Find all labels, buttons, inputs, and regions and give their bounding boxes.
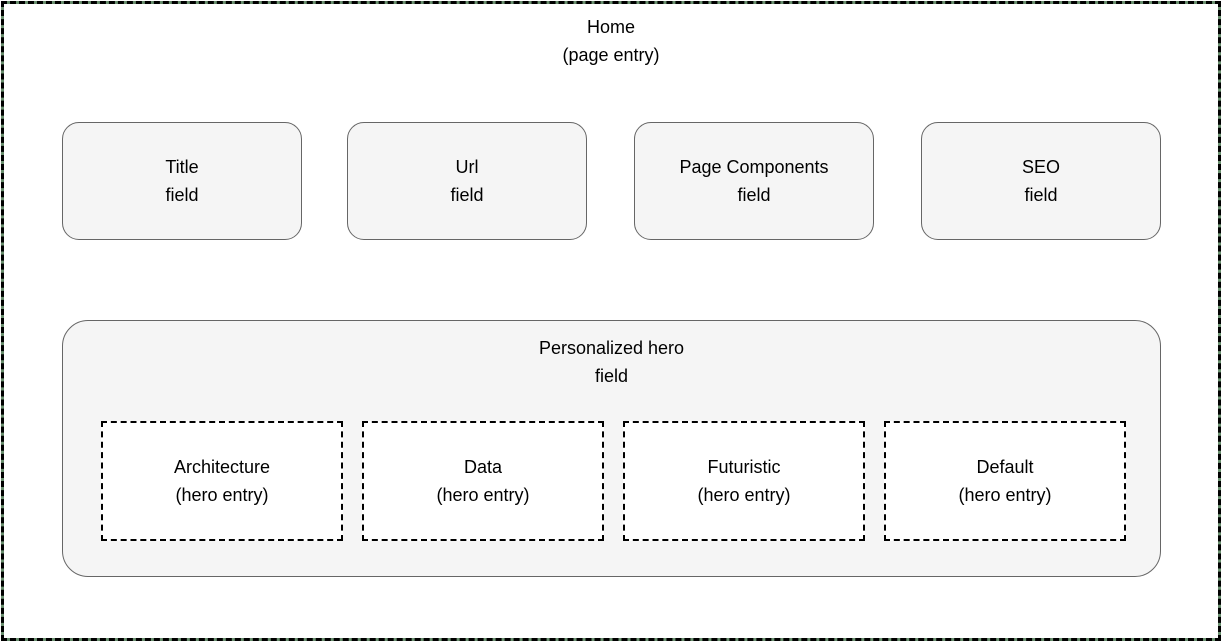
hero-field-label: Personalized hero field — [63, 334, 1160, 390]
field-type: field — [737, 185, 771, 205]
hero-field-name: Personalized hero — [538, 338, 685, 358]
node-personalized-hero-field[interactable]: Personalized hero field Architecture (he… — [62, 320, 1161, 577]
page-entry-title: Home (page entry) — [0, 13, 1222, 69]
node-hero-entry-data[interactable]: Data (hero entry) — [362, 421, 604, 541]
node-page-components-field[interactable]: Page Components field — [634, 122, 874, 240]
field-type: field — [450, 185, 484, 205]
field-type: field — [1024, 185, 1058, 205]
hero-entry-name: Data — [463, 457, 503, 477]
hero-entry-name: Futuristic — [707, 457, 781, 477]
hero-field-type: field — [594, 366, 629, 386]
hero-entry-name: Default — [976, 457, 1034, 477]
node-hero-entry-architecture[interactable]: Architecture (hero entry) — [101, 421, 343, 541]
field-type: field — [165, 185, 199, 205]
field-name: SEO — [1021, 157, 1060, 177]
node-url-field[interactable]: Url field — [347, 122, 587, 240]
hero-entry-type: (hero entry) — [436, 485, 530, 505]
page-entry-name: Home — [586, 17, 635, 37]
hero-entry-name: Architecture — [173, 457, 271, 477]
node-hero-entry-futuristic[interactable]: Futuristic (hero entry) — [623, 421, 865, 541]
node-hero-entry-default[interactable]: Default (hero entry) — [884, 421, 1126, 541]
hero-entry-type: (hero entry) — [958, 485, 1052, 505]
hero-entry-type: (hero entry) — [175, 485, 269, 505]
field-name: Page Components — [679, 157, 829, 177]
page-entry-type: (page entry) — [562, 45, 660, 65]
node-title-field[interactable]: Title field — [62, 122, 302, 240]
field-name: Url — [455, 157, 479, 177]
hero-entry-type: (hero entry) — [697, 485, 791, 505]
field-name: Title — [165, 157, 199, 177]
node-seo-field[interactable]: SEO field — [921, 122, 1161, 240]
